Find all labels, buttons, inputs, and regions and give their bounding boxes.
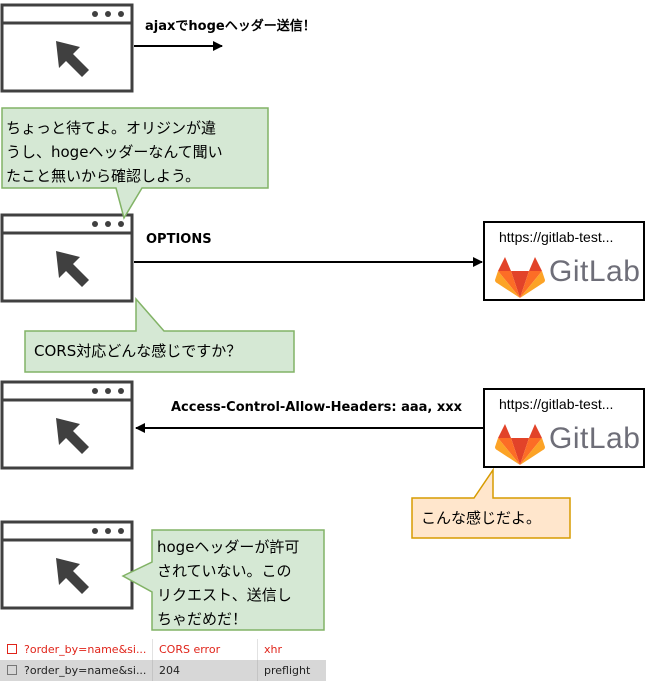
server-url: https://gitlab-test... [499,229,614,245]
request-type: preflight [264,664,311,677]
cors-question-bubble [24,297,295,373]
gitlab-server-box: https://gitlab-test... GitLab [483,388,645,468]
not-allowed-text: hogeヘッダーが許可 されていない。この リクエスト、送信し ちゃだめだ！ [157,538,300,628]
request-name: ?order_by=name&si... [24,664,147,677]
not-allowed-bubble [121,529,325,631]
table-row[interactable]: ?order_by=name&si... CORS error xhr [0,639,326,660]
gitlab-wordmark: GitLab [549,422,641,455]
gitlab-wordmark: GitLab [549,255,641,288]
browser-wait-text: ちょっと待てよ。オリジンが違 うし、hogeヘッダーなんて聞い たこと無いから確… [6,119,223,185]
request-type: xhr [264,643,283,656]
gitlab-server-box: https://gitlab-test... GitLab [483,221,645,301]
request-status: CORS error [159,643,221,656]
network-request-table: ?order_by=name&si... CORS error xhr ?ord… [0,639,326,681]
checkbox-icon [7,644,17,654]
browser-window-icon [0,213,134,303]
request-status: 204 [159,664,180,677]
checkbox-icon [7,665,17,675]
server-answer-bubble [411,467,571,539]
server-answer-text: こんな感じだよ。 [421,509,542,527]
server-url: https://gitlab-test... [499,396,614,412]
cors-question-text: CORS対応どんな感じですか？ [34,342,242,360]
response-arrow-label: Access-Control-Allow-Headers: aaa, xxx [171,400,463,415]
options-arrow-label: OPTIONS [146,232,212,247]
browser-wait-bubble [1,107,269,220]
browser-window-icon [0,3,134,93]
ajax-arrow-label: ajaxでhogeヘッダー送信！ [145,19,316,34]
gitlab-logo-icon [495,257,545,298]
browser-window-icon [0,380,134,470]
table-row[interactable]: ?order_by=name&si... 204 preflight [0,660,326,681]
browser-window-icon [0,520,134,610]
gitlab-logo-icon [495,424,545,465]
request-name: ?order_by=name&si... [24,643,147,656]
